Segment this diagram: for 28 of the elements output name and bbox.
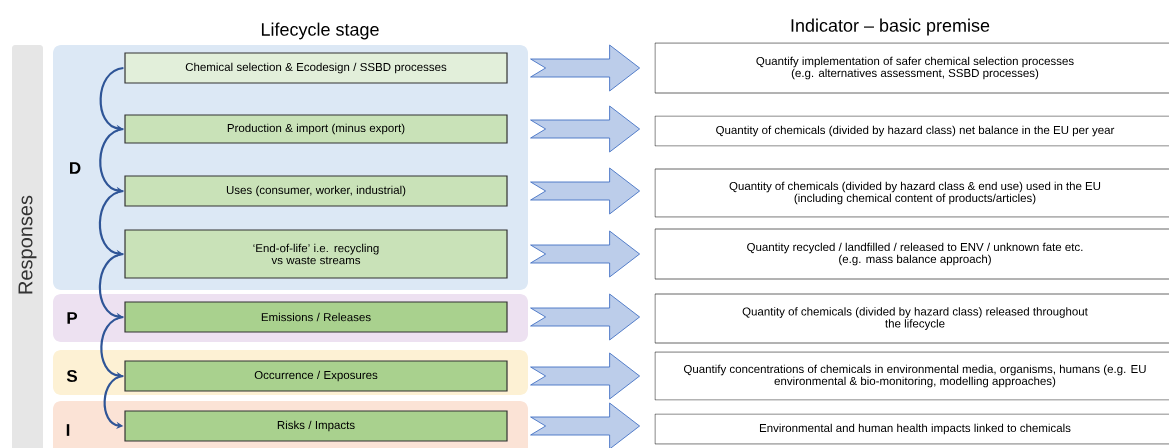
stage-box: Emissions / Releases xyxy=(124,301,508,333)
stage-box: Chemical selection & Ecodesign / SSBD processes xyxy=(124,52,508,84)
indicator-box: Environmental and human health impacts linked to chemicals xyxy=(654,413,1169,445)
stage-box: Production & import (minus export) xyxy=(124,114,508,144)
curved-arrow xyxy=(100,315,124,379)
indicator-box: Quantify concentrations of chemicals in environmental media, organisms, humans (e.g. EU environmental & bio-monitoring, modelling approaches) xyxy=(654,351,1169,401)
stage-box: Uses (consumer, worker, industrial) xyxy=(124,175,508,207)
stage-box: Risks / Impacts xyxy=(124,410,508,442)
stage-box: Occurrence / Exposures xyxy=(124,360,508,392)
curved-arrow xyxy=(98,252,124,320)
block-arrow xyxy=(530,402,641,448)
curved-arrow xyxy=(99,127,124,194)
block-arrow xyxy=(530,352,641,400)
block-arrow xyxy=(530,230,641,278)
stage-box: ‘End-of-life’ i.e. recycling vs waste streams xyxy=(124,229,508,279)
indicator-box: Quantity of chemicals (divided by hazard class & end use) used in the EU (including chemical content of products/articles) xyxy=(654,168,1169,218)
block-arrow xyxy=(530,167,641,215)
block-arrow xyxy=(530,293,641,341)
side-band: Responses xyxy=(12,45,43,448)
curved-arrow xyxy=(99,66,124,132)
curved-arrow xyxy=(103,374,124,429)
block-arrow xyxy=(530,105,641,153)
curved-arrow xyxy=(98,189,124,257)
indicator-box: Quantify implementation of safer chemical selection processes (e.g. alternatives assessment, SSBD processes) xyxy=(654,42,1169,94)
indicator-box: Quantity of chemicals (divided by hazard class) released throughout the lifecycle xyxy=(654,293,1169,344)
block-arrow xyxy=(530,44,641,92)
indicator-box: Quantity of chemicals (divided by hazard class) net balance in the EU per year xyxy=(654,115,1169,147)
indicator-box: Quantity recycled / landfilled / released to ENV / unknown fate etc. (e.g. mass balance approach) xyxy=(654,228,1169,280)
